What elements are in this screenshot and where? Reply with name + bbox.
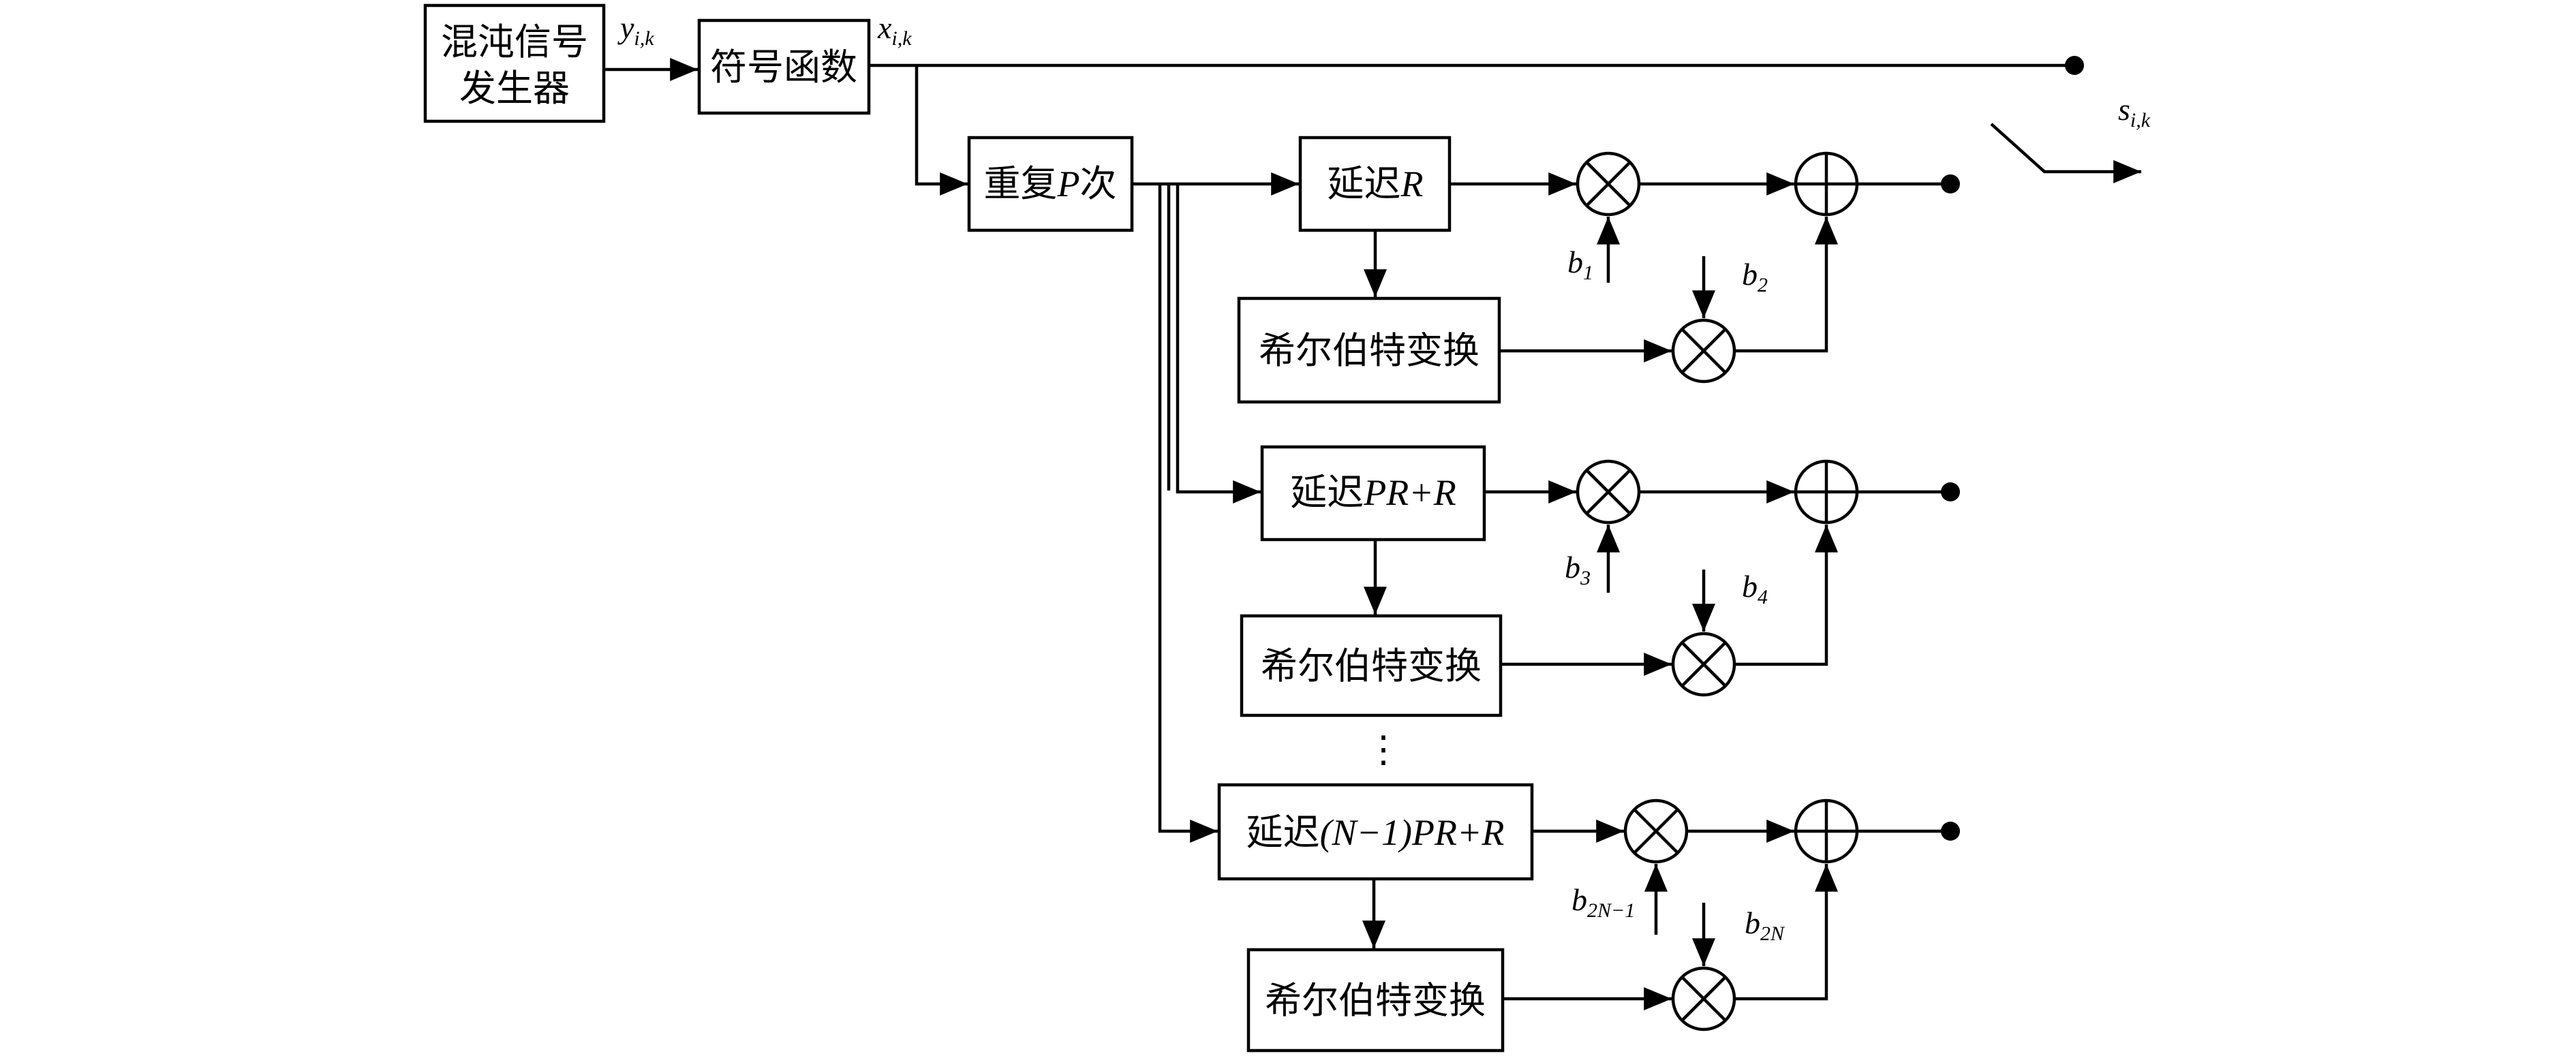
signal-s-label: si,k (2118, 92, 2151, 131)
terminals (1941, 56, 2084, 841)
wire-mult2-sum1 (1735, 216, 1838, 353)
multiplier-4 (1671, 632, 1736, 697)
repeat-block: 重复P次 (967, 136, 1134, 232)
vertical-ellipsis: ⋮ (1365, 728, 1402, 771)
delay-block-1: 延迟R (1298, 136, 1452, 232)
delay-2-label: 延迟PR+R (1290, 471, 1456, 514)
multiplier-2 (1671, 318, 1736, 384)
multiplier-5 (1623, 798, 1689, 864)
chaos-generator-label-1: 混沌信号 (441, 20, 588, 63)
coef-b4: b4 (1742, 569, 1768, 608)
delay-1-label: 延迟R (1328, 162, 1424, 205)
adder-3 (1794, 798, 1859, 864)
coef-b2n-1: b2N−1 (1571, 882, 1635, 922)
wire-mult4-sum2 (1735, 525, 1838, 666)
hilbert-block-n: 希尔伯特变换 (1246, 948, 1505, 1053)
hilbert-n-label: 希尔伯特变换 (1265, 979, 1486, 1022)
coefficient-labels: b1 b2 b3 b4 b2N−1 b2N (1565, 245, 1785, 945)
terminal-branch-n (1941, 822, 1960, 841)
wires (604, 58, 2141, 1010)
hilbert-1-label: 希尔伯特变换 (1259, 329, 1479, 372)
repeat-label: 重复P次 (984, 162, 1117, 205)
multiplier-6 (1671, 966, 1736, 1031)
wire-x-to-repeat (915, 65, 968, 196)
sign-function-block: 符号函数 (697, 18, 871, 115)
adder-2 (1794, 459, 1859, 525)
signal-y-label: yi,k (617, 10, 654, 50)
multiplier-3 (1576, 459, 1641, 525)
wire-repeat-delayn (1158, 184, 1218, 843)
multiplier-1 (1576, 151, 1641, 217)
hilbert-2-label: 希尔伯特变换 (1261, 645, 1482, 687)
adder-1 (1794, 151, 1859, 217)
wire-mult6-sum3 (1735, 864, 1838, 1001)
sign-function-label: 符号函数 (710, 46, 857, 89)
signal-labels: yi,k xi,k si,k (617, 10, 2151, 131)
operators (1576, 151, 1859, 1031)
coef-b2n: b2N (1745, 905, 1785, 945)
delay-block-n: 延迟(N−1)PR+R (1217, 783, 1534, 881)
coef-b2: b2 (1742, 257, 1768, 296)
terminal-x (2065, 56, 2084, 75)
chaos-generator-label-2: 发生器 (459, 67, 570, 110)
hilbert-block-1: 希尔伯特变换 (1237, 296, 1501, 404)
terminal-branch-2 (1941, 482, 1960, 501)
delay-n-label: 延迟(N−1)PR+R (1246, 811, 1505, 854)
terminal-branch-1 (1941, 174, 1960, 193)
coef-b3: b3 (1565, 550, 1591, 589)
signal-x-label: xi,k (877, 10, 912, 50)
coef-b1: b1 (1567, 245, 1593, 284)
hilbert-block-2: 希尔伯特变换 (1240, 614, 1503, 717)
output-switch (1990, 123, 2141, 183)
wire-repeat-delay2 (1176, 184, 1261, 503)
chaos-generator-block: 混沌信号 发生器 (423, 3, 606, 123)
delay-block-2: 延迟PR+R (1260, 445, 1486, 542)
